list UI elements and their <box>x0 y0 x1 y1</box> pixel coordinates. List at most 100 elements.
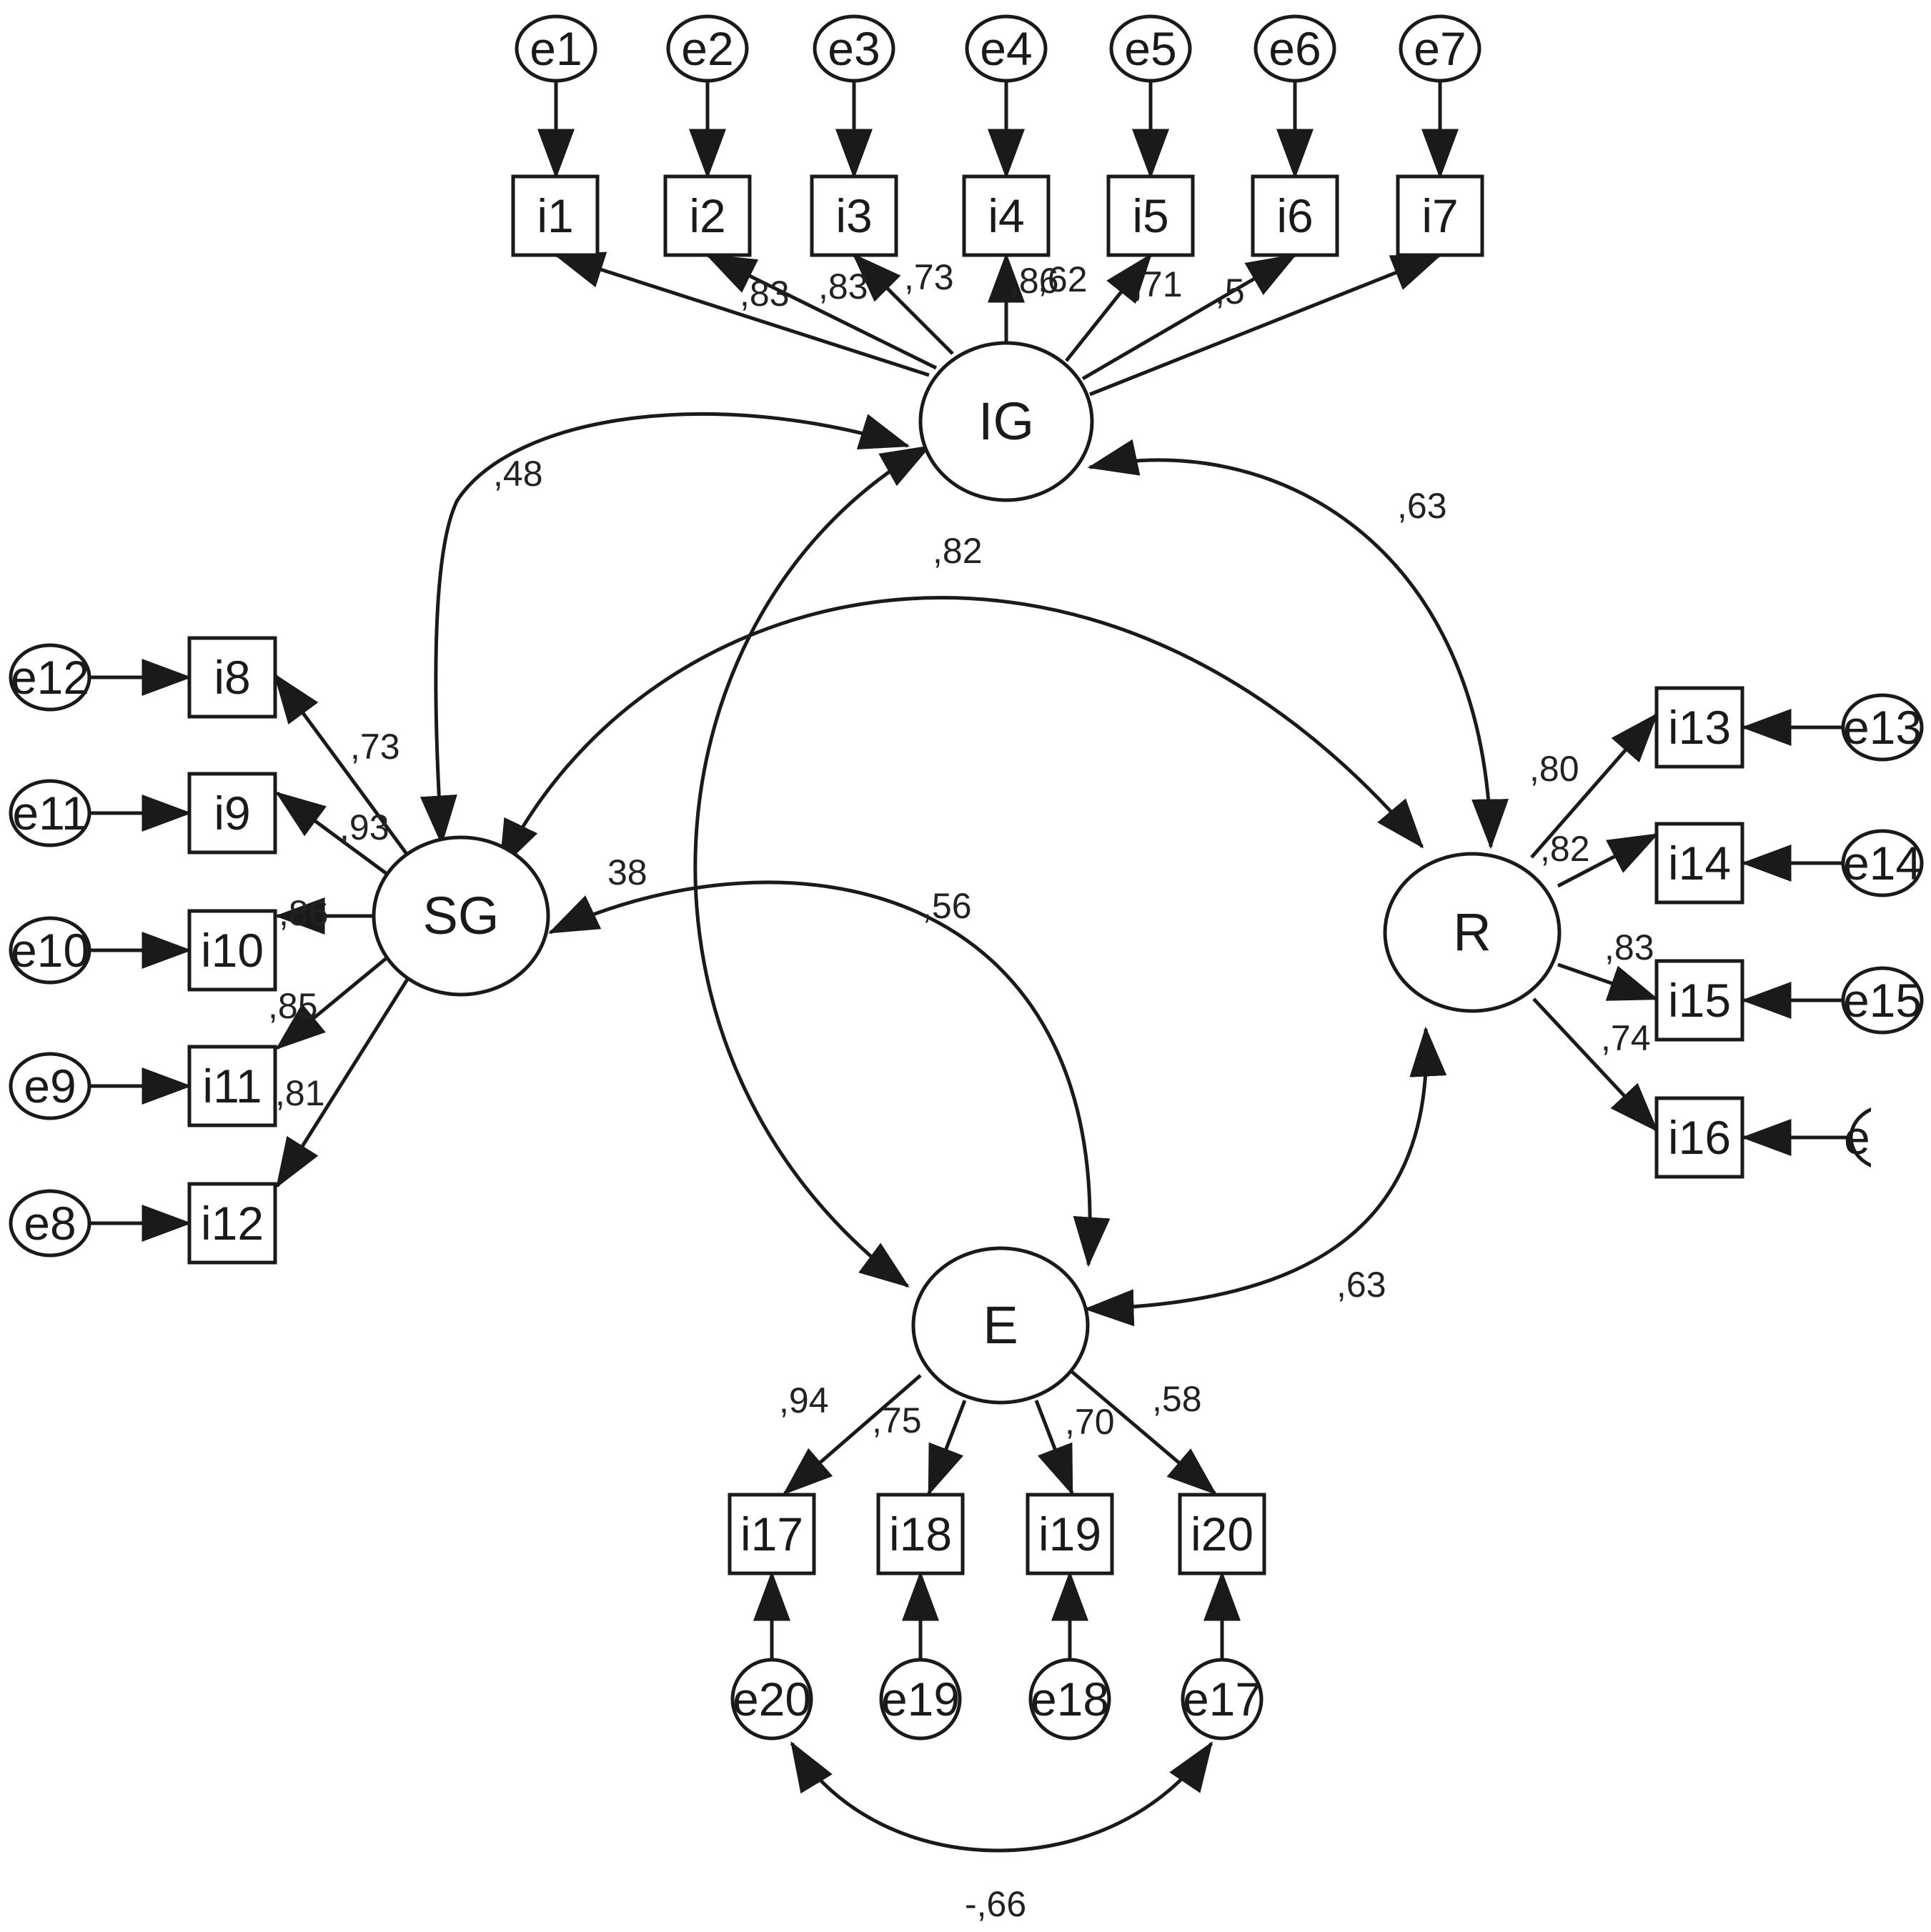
error-label-e14: e14 <box>1843 837 1922 890</box>
loading-i3: ,83 <box>818 267 868 307</box>
indicator-label-i9: i9 <box>214 787 250 840</box>
latent-sg: SG <box>372 835 550 997</box>
cov-label-e20-e17: -,66 <box>965 1884 1026 1924</box>
error-label-e2: e2 <box>681 22 733 75</box>
indicator-i17: i17 <box>728 1493 816 1575</box>
loading-i13: ,80 <box>1529 749 1579 789</box>
error-e8: e8 <box>9 1189 91 1258</box>
loading-i19: ,70 <box>1065 1402 1115 1442</box>
loading-arrows <box>273 252 1659 1496</box>
latent-label-r: R <box>1453 902 1491 962</box>
error-label-e6: e6 <box>1269 22 1321 75</box>
error-label-e8: e8 <box>24 1197 76 1250</box>
indicator-i7: i7 <box>1396 174 1484 257</box>
loading-extra: ,5 <box>1215 272 1245 312</box>
path-ig-i7 <box>1089 253 1443 397</box>
error-e16-partial: e <box>1844 1093 1931 1186</box>
loading-i8: ,73 <box>350 727 400 767</box>
indicator-i12: i12 <box>187 1182 277 1265</box>
cov-sg-r <box>498 596 1424 871</box>
indicator-label-i2: i2 <box>689 189 725 242</box>
error-e11: e11 <box>9 779 91 847</box>
error-label-e11: e11 <box>12 787 87 840</box>
error-label-e10: e10 <box>11 924 89 977</box>
loading-i16: ,74 <box>1601 1018 1651 1058</box>
latent-e: E <box>911 1246 1090 1405</box>
loading-i18: ,75 <box>872 1400 922 1440</box>
error-e19: e19 <box>879 1658 962 1741</box>
path-e-i17 <box>783 1374 922 1495</box>
indicator-i8: i8 <box>187 636 277 719</box>
loading-i5: ,86 <box>1009 261 1059 301</box>
path-ig-i5 <box>1065 253 1153 362</box>
loading-i4: ,73 <box>904 257 954 297</box>
path-ig-i2 <box>705 253 938 370</box>
indicators: i1 i2 i3 i4 i5 i6 i7 i8 i9 i10 i11 i12 i… <box>187 174 1744 1575</box>
indicator-i18: i18 <box>876 1493 965 1575</box>
indicator-i13: i13 <box>1654 686 1744 769</box>
error-e20: e20 <box>730 1658 813 1741</box>
error-label-e17: e17 <box>1183 1673 1261 1726</box>
indicator-i5: i5 <box>1106 174 1195 257</box>
loading-i7: ,71 <box>1133 264 1183 304</box>
error-label-e7: e7 <box>1414 22 1466 75</box>
error-label-e13: e13 <box>1843 701 1922 754</box>
indicator-label-i10: i10 <box>201 924 264 977</box>
path-sg-i12 <box>275 969 415 1188</box>
indicator-label-i16: i16 <box>1668 1111 1731 1164</box>
indicator-i1: i1 <box>511 174 600 257</box>
indicator-label-i1: i1 <box>537 189 573 242</box>
cov-ig-e <box>693 444 932 1288</box>
cov-label-ig-r: ,63 <box>1397 486 1447 526</box>
error-e12: e12 <box>9 643 91 712</box>
loading-i14: ,82 <box>1540 829 1590 869</box>
path-ig-i3 <box>852 253 954 355</box>
latent-label-e: E <box>983 1295 1018 1355</box>
cov-ig-r <box>1087 439 1509 850</box>
coefficient-labels: ,83 ,83 ,73 ,86 ,62 ,71 ,5 ,73 ,93 ,86 ,… <box>268 257 1654 1924</box>
error-e10: e10 <box>9 916 91 985</box>
path-e-i20 <box>1071 1370 1217 1495</box>
loading-i11: ,85 <box>268 986 318 1026</box>
loading-i15: ,83 <box>1604 927 1654 967</box>
error-e6: e6 <box>1254 14 1336 83</box>
indicator-label-i11: i11 <box>202 1060 262 1112</box>
indicator-label-i18: i18 <box>889 1508 952 1560</box>
indicator-i11: i11 <box>187 1045 277 1127</box>
error-e13: e13 <box>1841 693 1924 762</box>
loading-i9: ,93 <box>339 807 389 847</box>
error-e18: e18 <box>1028 1658 1111 1741</box>
loading-i2: ,83 <box>740 274 790 314</box>
error-e7: e7 <box>1399 14 1481 83</box>
error-label-e4: e4 <box>980 22 1032 75</box>
path-ig-i6 <box>1081 253 1298 381</box>
error-label-e18: e18 <box>1031 1673 1109 1726</box>
covariance-arrows <box>420 412 1509 1853</box>
error-e9: e9 <box>9 1052 91 1120</box>
loading-i12: ,81 <box>275 1073 325 1113</box>
error-e17: e17 <box>1181 1658 1264 1741</box>
path-sg-i8 <box>273 673 417 866</box>
error-label-e9: e9 <box>24 1060 76 1112</box>
path-ig-i1 <box>553 252 930 377</box>
indicator-i9: i9 <box>187 772 277 855</box>
path-sg-i9 <box>275 791 393 880</box>
indicator-i3: i3 <box>810 174 898 257</box>
indicator-i14: i14 <box>1654 822 1744 905</box>
indicator-label-i7: i7 <box>1421 189 1458 242</box>
error-label-e19: e19 <box>881 1673 960 1726</box>
error-label-e16: e <box>1844 1111 1870 1164</box>
indicator-label-i8: i8 <box>214 651 250 704</box>
latent-r: R <box>1383 852 1562 1013</box>
loading-i17: ,94 <box>779 1380 829 1420</box>
cov-label-ig-sg: ,48 <box>493 454 543 494</box>
indicator-label-i6: i6 <box>1276 189 1313 242</box>
error-e15: e15 <box>1841 966 1924 1035</box>
cov-ig-sg <box>420 412 910 846</box>
latent-factors: IG SG R E <box>372 341 1562 1405</box>
indicator-label-i15: i15 <box>1668 974 1731 1027</box>
error-label-e5: e5 <box>1124 22 1176 75</box>
error-e5: e5 <box>1109 14 1192 83</box>
indicator-label-i14: i14 <box>1668 837 1731 890</box>
indicator-i19: i19 <box>1026 1493 1114 1575</box>
